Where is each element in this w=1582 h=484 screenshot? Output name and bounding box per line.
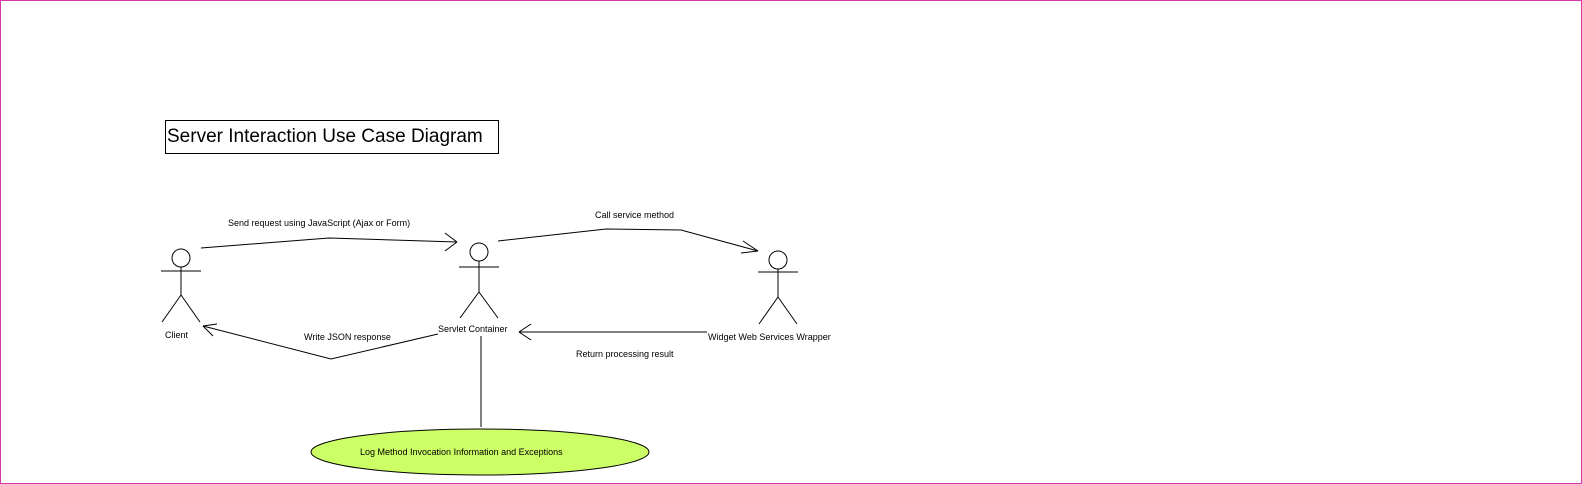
- actor-label-widget-wrapper: Widget Web Services Wrapper: [708, 332, 831, 342]
- actor-widget-wrapper: [758, 250, 798, 325]
- call-service-arrow: [497, 228, 759, 254]
- use-case-ellipse: [310, 428, 650, 476]
- actor-label-servlet-container: Servlet Container: [438, 324, 508, 334]
- actor-client: [161, 248, 201, 323]
- return-result-arrow: [518, 323, 707, 341]
- write-json-arrow: [202, 323, 439, 360]
- message-label-call-service: Call service method: [595, 210, 675, 220]
- use-case-label: Log Method Invocation Information and Ex…: [360, 447, 563, 457]
- message-label-write-json: Write JSON response: [304, 332, 391, 342]
- message-label-return-result: Return processing result: [576, 349, 674, 359]
- actor-servlet-container: [459, 242, 499, 319]
- diagram-title: Server Interaction Use Case Diagram: [165, 120, 499, 154]
- send-request-arrow: [200, 232, 458, 252]
- actor-label-client: Client: [165, 330, 189, 340]
- message-label-send-request: Send request using JavaScript (Ajax or F…: [228, 218, 411, 228]
